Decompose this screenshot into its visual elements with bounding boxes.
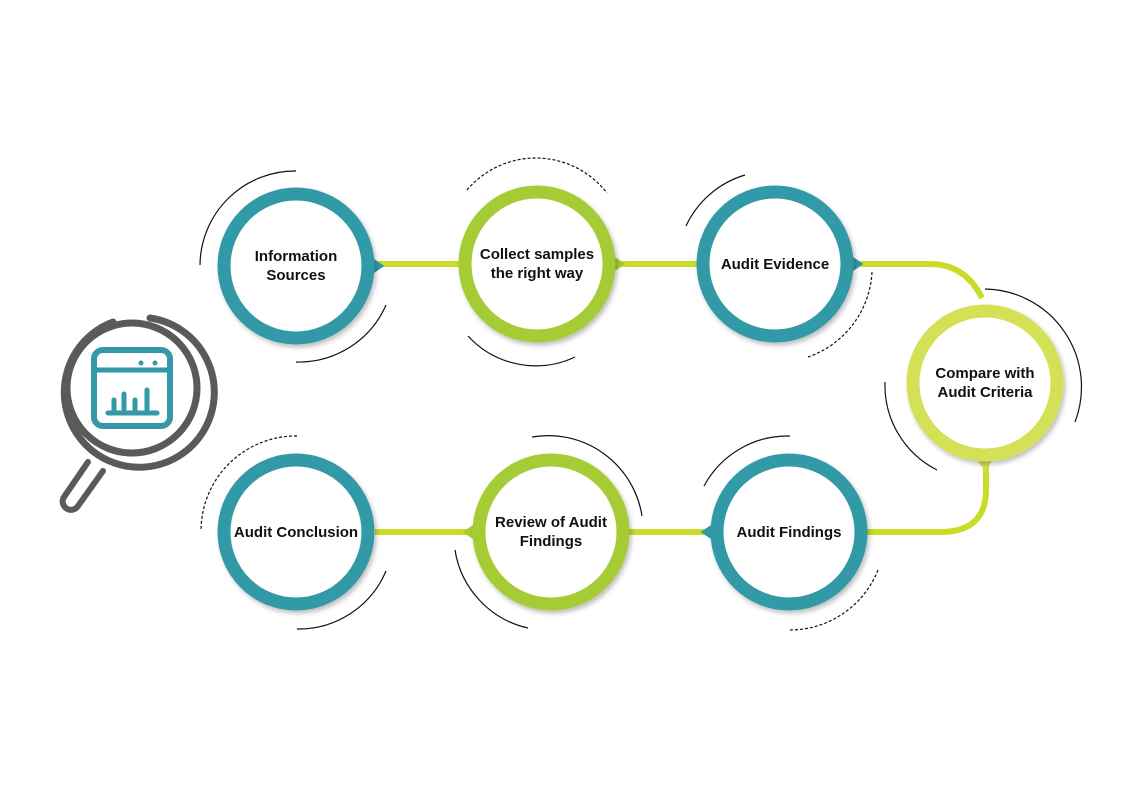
- arc: [295, 304, 387, 363]
- step-ring: [458, 185, 616, 343]
- step-ring: [710, 453, 868, 611]
- step-ring: [696, 185, 854, 343]
- step-label-review-findings: Review of Audit Findings: [495, 514, 607, 550]
- arc: [884, 381, 938, 471]
- decorative-arcs: [199, 157, 1083, 631]
- step-circles: [217, 185, 1064, 611]
- step-ring: [472, 453, 630, 611]
- step-label-audit-findings: Audit Findings: [736, 523, 842, 541]
- connectors: [375, 261, 989, 535]
- connector-3-4: [860, 261, 985, 300]
- step-ring: [217, 453, 375, 611]
- arc: [703, 435, 791, 487]
- step-audit-evidence: [696, 185, 864, 343]
- arc: [685, 174, 746, 227]
- step-label-compare-criteria: Compare with Audit Criteria: [935, 365, 1035, 401]
- step-label-audit-evidence: Audit Evidence: [720, 255, 830, 273]
- arc: [466, 157, 608, 194]
- step-ring: [906, 304, 1064, 462]
- step-label-audit-conclusion: Audit Conclusion: [233, 523, 359, 541]
- step-audit-findings: [700, 453, 868, 611]
- step-information-sources: [217, 187, 385, 345]
- step-collect-samples: [458, 185, 626, 343]
- step-ring: [217, 187, 375, 345]
- step-label-information-sources: Information Sources: [254, 248, 338, 284]
- arc: [467, 335, 576, 367]
- arc: [296, 570, 387, 630]
- arc: [787, 569, 879, 631]
- step-compare-criteria: [906, 304, 1064, 472]
- step-audit-conclusion: [217, 453, 375, 611]
- arc: [531, 435, 643, 517]
- step-review-findings: [462, 453, 630, 611]
- arc: [984, 288, 1083, 423]
- arc: [454, 549, 529, 629]
- magnifier-dashboard-icon: [59, 314, 218, 513]
- connector-4-5: [866, 455, 989, 535]
- arc: [199, 170, 297, 266]
- step-label-collect-samples: Collect samples the right way: [479, 246, 595, 282]
- arc: [807, 271, 873, 358]
